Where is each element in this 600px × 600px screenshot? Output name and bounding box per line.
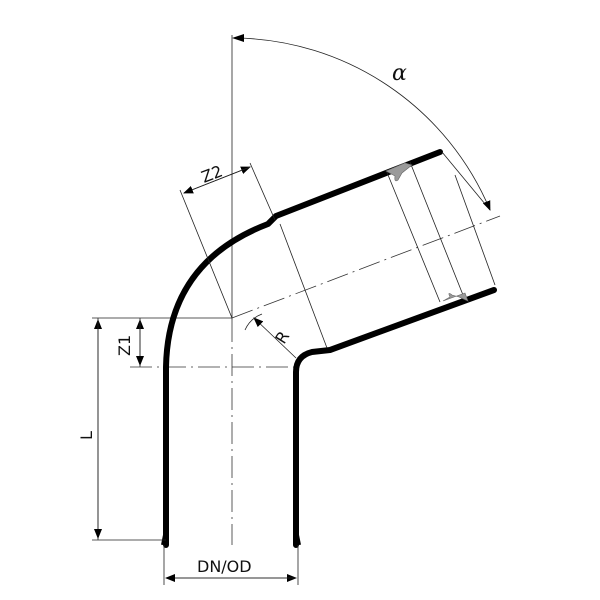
end-extension-right [454,174,496,286]
angle-label: α [392,61,407,86]
diameter-label: DN/OD [197,557,252,576]
seal-bottom [442,292,469,302]
outer-wall-end [161,529,168,546]
z2-extension-left [179,189,233,319]
socket-start-line [279,223,328,349]
angle-arrow-start [232,34,244,42]
z2-dimension-line-back [183,166,251,194]
length-label: L [77,431,96,440]
end-extension-top [441,151,491,211]
socket-seal-line-1 [385,169,441,303]
z2-label: Z2 [199,161,226,186]
angle-arc [235,37,491,211]
angled-centerline [231,215,501,319]
inner-wall [293,287,497,548]
z1-label: Z1 [115,335,134,356]
radius-arc-hint [244,313,263,331]
socket-seal-line-2 [409,161,464,296]
inner-wall-end [294,529,301,546]
radius-label: R [271,328,293,348]
outer-wall [163,149,443,548]
z2-extension-right [249,162,276,221]
radius-line [253,317,297,359]
seal-top [385,162,413,182]
